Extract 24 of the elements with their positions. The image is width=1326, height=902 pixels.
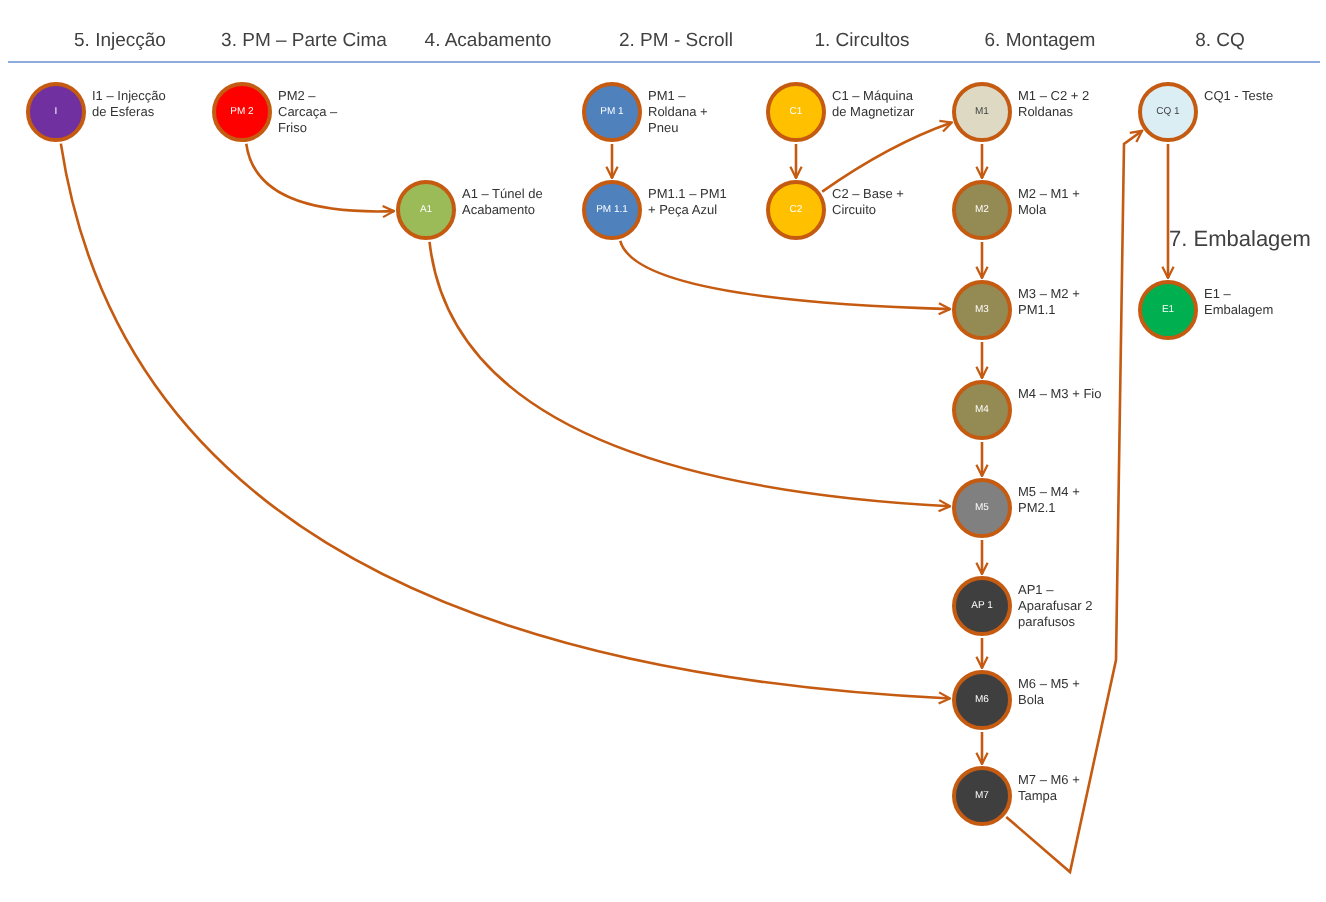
arrow	[428, 241, 952, 513]
column-heading: 2. PM - Scroll	[619, 27, 733, 56]
arrow	[619, 240, 952, 316]
arrow	[975, 638, 989, 670]
column-heading: 6. Montagem	[984, 27, 1096, 56]
arrow	[59, 143, 952, 705]
column-heading: 5. Injecção	[74, 27, 166, 56]
arrow	[1161, 144, 1175, 280]
column-heading: 4. Acabamento	[424, 27, 552, 56]
arrow	[821, 119, 953, 193]
arrow	[245, 143, 396, 218]
arrow	[605, 144, 619, 180]
arrow	[975, 540, 989, 576]
arrow	[975, 144, 989, 180]
arrow	[975, 732, 989, 766]
column-heading: 8. CQ	[1195, 27, 1245, 56]
arrow	[1005, 129, 1144, 875]
column-heading: 1. Circultos	[814, 27, 910, 56]
arrow	[975, 442, 989, 478]
column-heading: 7. Embalagem	[1169, 225, 1311, 256]
column-heading: 3. PM – Parte Cima	[221, 27, 387, 56]
arrow	[975, 242, 989, 280]
arrow	[975, 342, 989, 380]
arrow	[789, 144, 803, 180]
